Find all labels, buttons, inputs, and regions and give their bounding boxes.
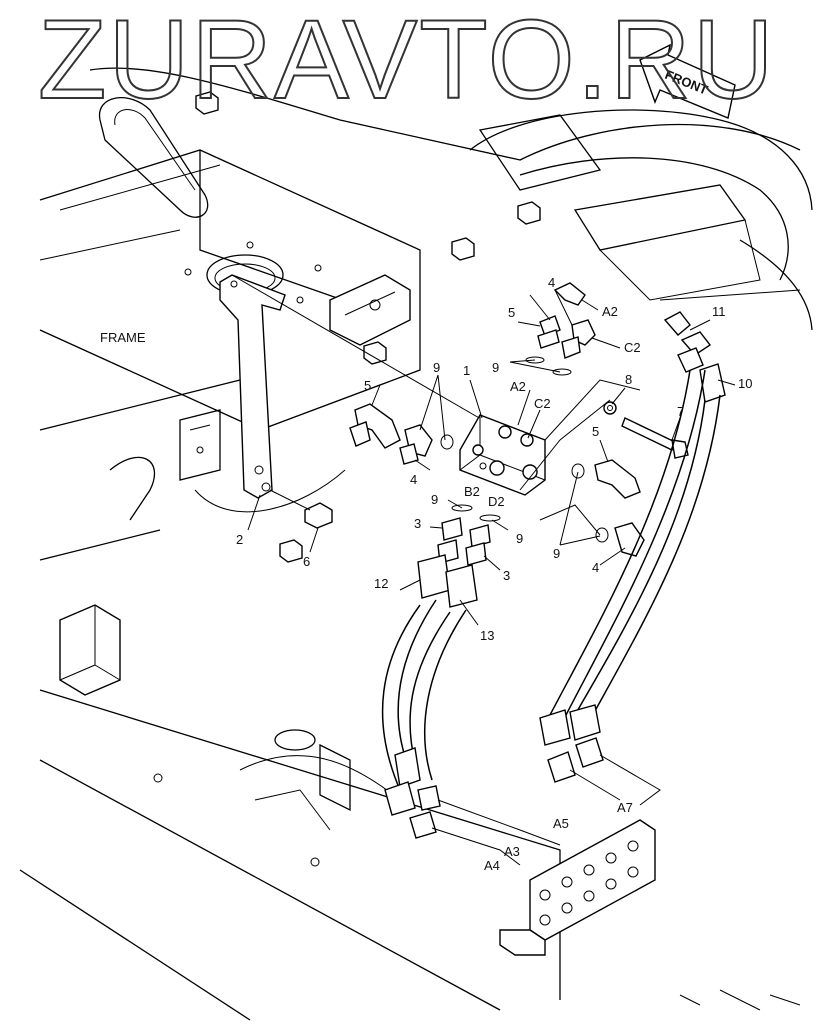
callout-9c: 9 [431, 492, 438, 507]
callout-6: 6 [303, 554, 310, 569]
callout-8: 8 [625, 372, 632, 387]
callout-4c: 4 [592, 560, 599, 575]
port-a3: A3 [504, 844, 520, 859]
callout-12: 12 [374, 576, 388, 591]
callout-11: 11 [712, 304, 726, 319]
callout-leaders [247, 289, 736, 626]
callout-1: 1 [463, 363, 470, 378]
valve-block [459, 414, 546, 496]
cube-nut-parts [195, 91, 541, 563]
front-direction-arrow: FRONT [639, 43, 736, 119]
hoses-12-13 [381, 554, 561, 866]
support-bracket [219, 274, 501, 499]
callout-5b: 5 [364, 378, 371, 393]
callout-13: 13 [480, 628, 494, 643]
watermark-text: ZURAVTO.RU [38, 0, 776, 122]
port-a2-top: A2 [602, 304, 618, 319]
lower-fittings [437, 504, 501, 566]
port-a2-valve: A2 [510, 379, 526, 394]
callout-9b: 9 [492, 360, 499, 375]
callout-2: 2 [236, 532, 243, 547]
bulkhead-bracket [499, 819, 656, 956]
callout-5a: 5 [508, 305, 515, 320]
callout-5c: 5 [592, 424, 599, 439]
port-c2-top: C2 [624, 340, 641, 355]
long-bolt [603, 401, 689, 459]
callout-3b: 3 [503, 568, 510, 583]
bolt-part [269, 489, 333, 529]
callout-7: 7 [677, 404, 684, 419]
callout-10: 10 [738, 376, 752, 391]
port-a7: A7 [617, 800, 633, 815]
callout-9e: 9 [553, 546, 560, 561]
port-a5: A5 [553, 816, 569, 831]
elbow-fittings [349, 282, 645, 557]
callout-3a: 3 [414, 516, 421, 531]
port-c2-valve: C2 [534, 396, 551, 411]
callout-9a: 9 [433, 360, 440, 375]
machine-frame-outline [19, 67, 813, 1021]
port-b2: B2 [464, 484, 480, 499]
callout-4a: 4 [548, 275, 555, 290]
callout-4b: 4 [410, 472, 417, 487]
callout-9d: 9 [516, 531, 523, 546]
port-d2: D2 [488, 494, 505, 509]
port-a4: A4 [484, 858, 500, 873]
frame-label: FRAME [100, 330, 146, 345]
hoses-10-11 [539, 311, 726, 806]
